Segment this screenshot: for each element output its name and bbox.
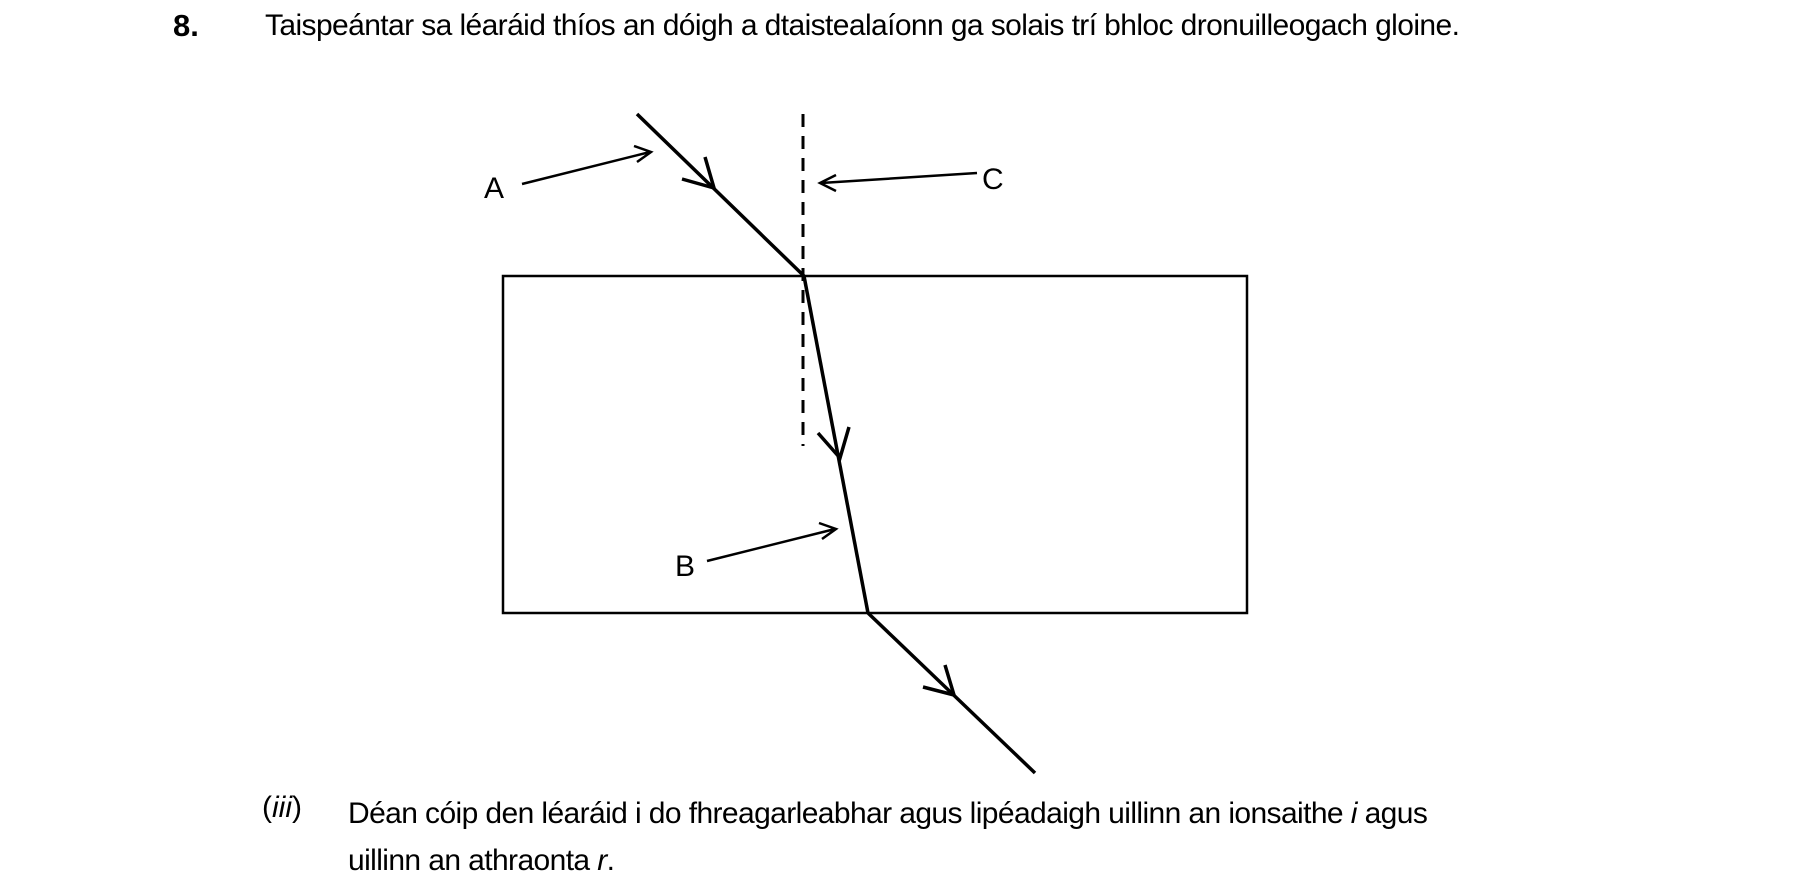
angle-of-incidence-symbol: i [1350, 797, 1358, 830]
part-close-paren: ) [292, 791, 302, 824]
question-number: 8. [173, 8, 199, 43]
part-instruction: Déan cóip den léaráid i do fhreagarleabh… [348, 790, 1648, 884]
incident-arrowhead-icon [681, 156, 717, 191]
label-b: B [675, 550, 695, 583]
refracted-arrowhead-icon [816, 426, 851, 462]
label-a-pointer [521, 150, 651, 186]
label-b-pointer [706, 527, 836, 563]
question-text: Taispeántar sa léaráid thíos an dóigh a … [265, 9, 1460, 42]
instruction-line-2: uillinn an athraonta r. [348, 837, 1648, 884]
glass-block [501, 274, 1249, 615]
instruction-text: uillinn an athraonta [348, 844, 598, 877]
part-label: (iii) [262, 790, 302, 826]
label-c: C [982, 163, 1004, 196]
angle-of-refraction-symbol: r [597, 844, 607, 877]
instruction-text: . [606, 844, 615, 877]
label-c-pointer [820, 171, 978, 185]
part-numeral: iii [272, 791, 292, 824]
emergent-arrowhead-icon [922, 664, 957, 698]
label-c-arrowhead-icon [817, 173, 837, 193]
part-open-paren: ( [262, 791, 272, 824]
instruction-text: agus [1356, 797, 1428, 830]
instruction-line-1: Déan cóip den léaráid i do fhreagarleabh… [348, 790, 1648, 837]
instruction-text: Déan cóip den léaráid i do fhreagarleabh… [348, 797, 1351, 830]
label-a: A [484, 172, 504, 205]
label-b-arrowhead-icon [818, 521, 839, 541]
label-a-arrowhead-icon [633, 144, 654, 164]
refracted-ray [802, 275, 870, 614]
incident-ray [635, 112, 806, 278]
